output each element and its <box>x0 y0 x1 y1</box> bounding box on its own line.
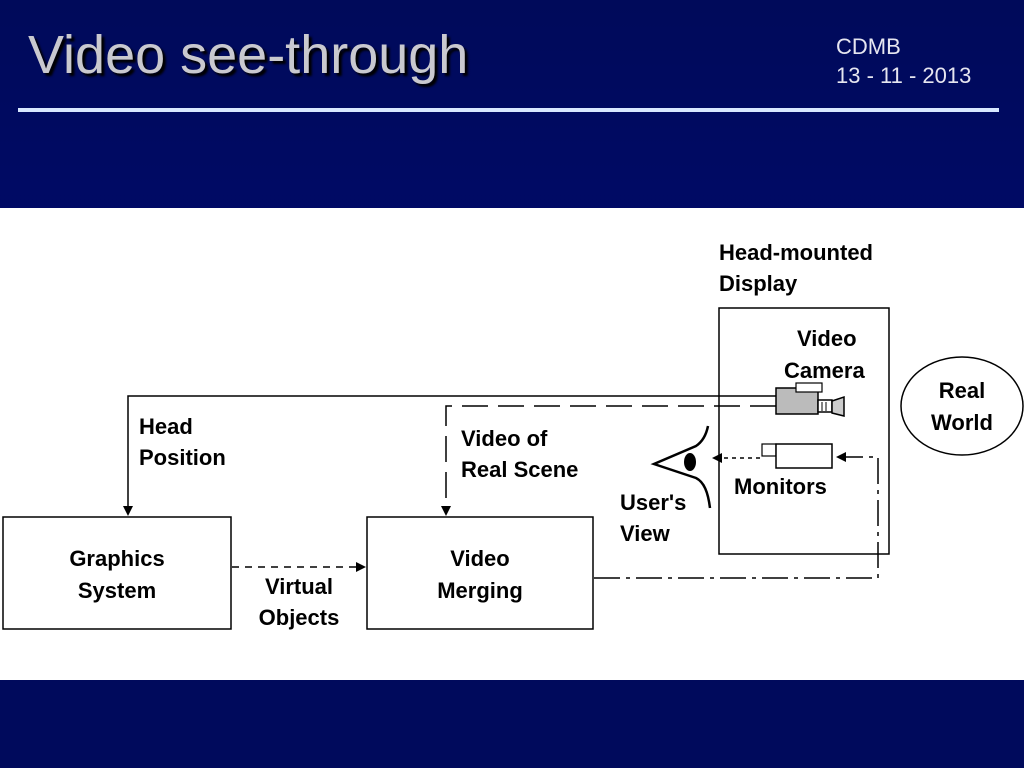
virtual-objects-label-line1: Virtual <box>265 574 333 599</box>
footer-band <box>0 680 1024 768</box>
diagram-panel: Head-mounted Display Video Camera Real W… <box>0 208 1024 680</box>
graphics-system-box <box>2 516 232 630</box>
video-merging-label-line2: Merging <box>437 578 523 603</box>
graphics-system-label-line2: System <box>78 578 156 603</box>
head-position-connector <box>123 395 776 516</box>
video-camera-icon <box>775 382 845 417</box>
real-world-label-line2: World <box>931 410 993 435</box>
users-view-label-line1: User's <box>620 490 686 515</box>
head-position-label-line2: Position <box>139 445 226 470</box>
camera-label-line2: Camera <box>784 358 865 383</box>
video-see-through-diagram: Head-mounted Display Video Camera Real W… <box>2 240 1024 630</box>
video-merging-label-line1: Video <box>450 546 510 571</box>
title-divider <box>18 108 999 112</box>
real-world-label-line1: Real <box>939 378 985 403</box>
video-of-real-scene-label-line1: Video of <box>461 426 548 451</box>
author-label: CDMB <box>836 34 901 59</box>
graphics-system-label-line1: Graphics <box>69 546 164 571</box>
eye-icon <box>650 425 712 509</box>
camera-label-line1: Video <box>797 326 857 351</box>
hmd-box <box>718 307 890 555</box>
real-world-ellipse <box>900 356 1024 456</box>
video-real-scene-connector <box>441 405 776 516</box>
video-of-real-scene-label-line2: Real Scene <box>461 457 578 482</box>
hmd-label-line1: Head-mounted <box>719 240 873 265</box>
monitors-label: Monitors <box>734 474 827 499</box>
hmd-label-line2: Display <box>719 271 798 296</box>
head-position-label-line1: Head <box>139 414 193 439</box>
video-merging-box <box>366 516 594 630</box>
monitor-icon <box>761 443 833 469</box>
merged-output-connector <box>594 452 879 579</box>
virtual-objects-label-line2: Objects <box>259 605 340 630</box>
date-label: 13 - 11 - 2013 <box>836 63 972 88</box>
users-view-label-line2: View <box>620 521 671 546</box>
slide-title: Video see-through <box>28 25 469 85</box>
slide-meta: CDMB 13 - 11 - 2013 <box>836 32 971 90</box>
